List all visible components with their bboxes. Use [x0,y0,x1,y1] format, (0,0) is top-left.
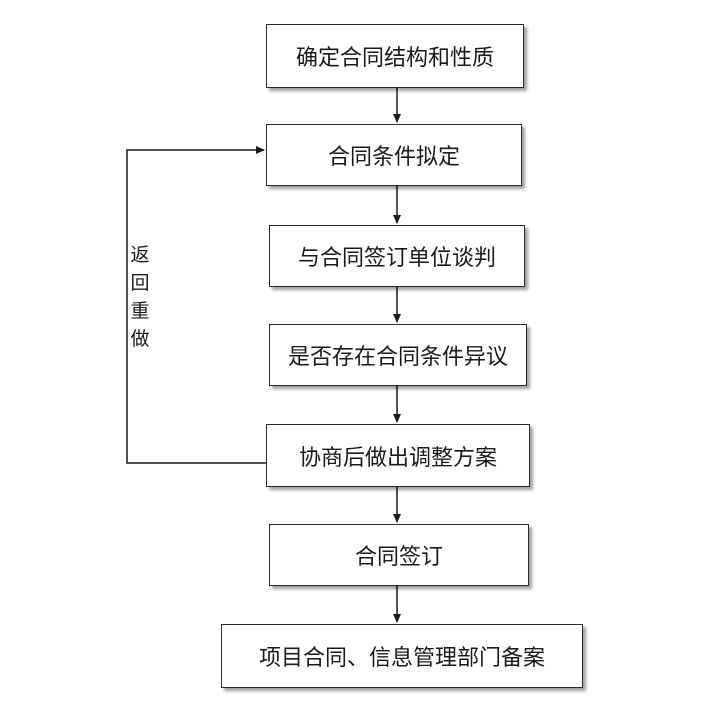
step-box-negotiate: 与合同签订单位谈判 [269,225,525,287]
step-box-draft-conditions: 合同条件拟定 [266,124,522,186]
step-box-file-record: 项目合同、信息管理部门备案 [221,624,583,688]
loop-label-char: 回 [130,272,150,294]
loop-label-char: 做 [130,328,150,350]
feedback-loop-arrow [126,146,266,464]
loop-label-char: 返 [130,244,150,266]
step-box-sign-contract: 合同签订 [269,524,529,586]
step-box-objection-check: 是否存在合同条件异议 [269,324,527,386]
step-box-adjust-plan: 协商后做出调整方案 [266,424,530,487]
loop-label-char: 重 [130,300,150,322]
step-box-determine-structure: 确定合同结构和性质 [266,24,524,88]
